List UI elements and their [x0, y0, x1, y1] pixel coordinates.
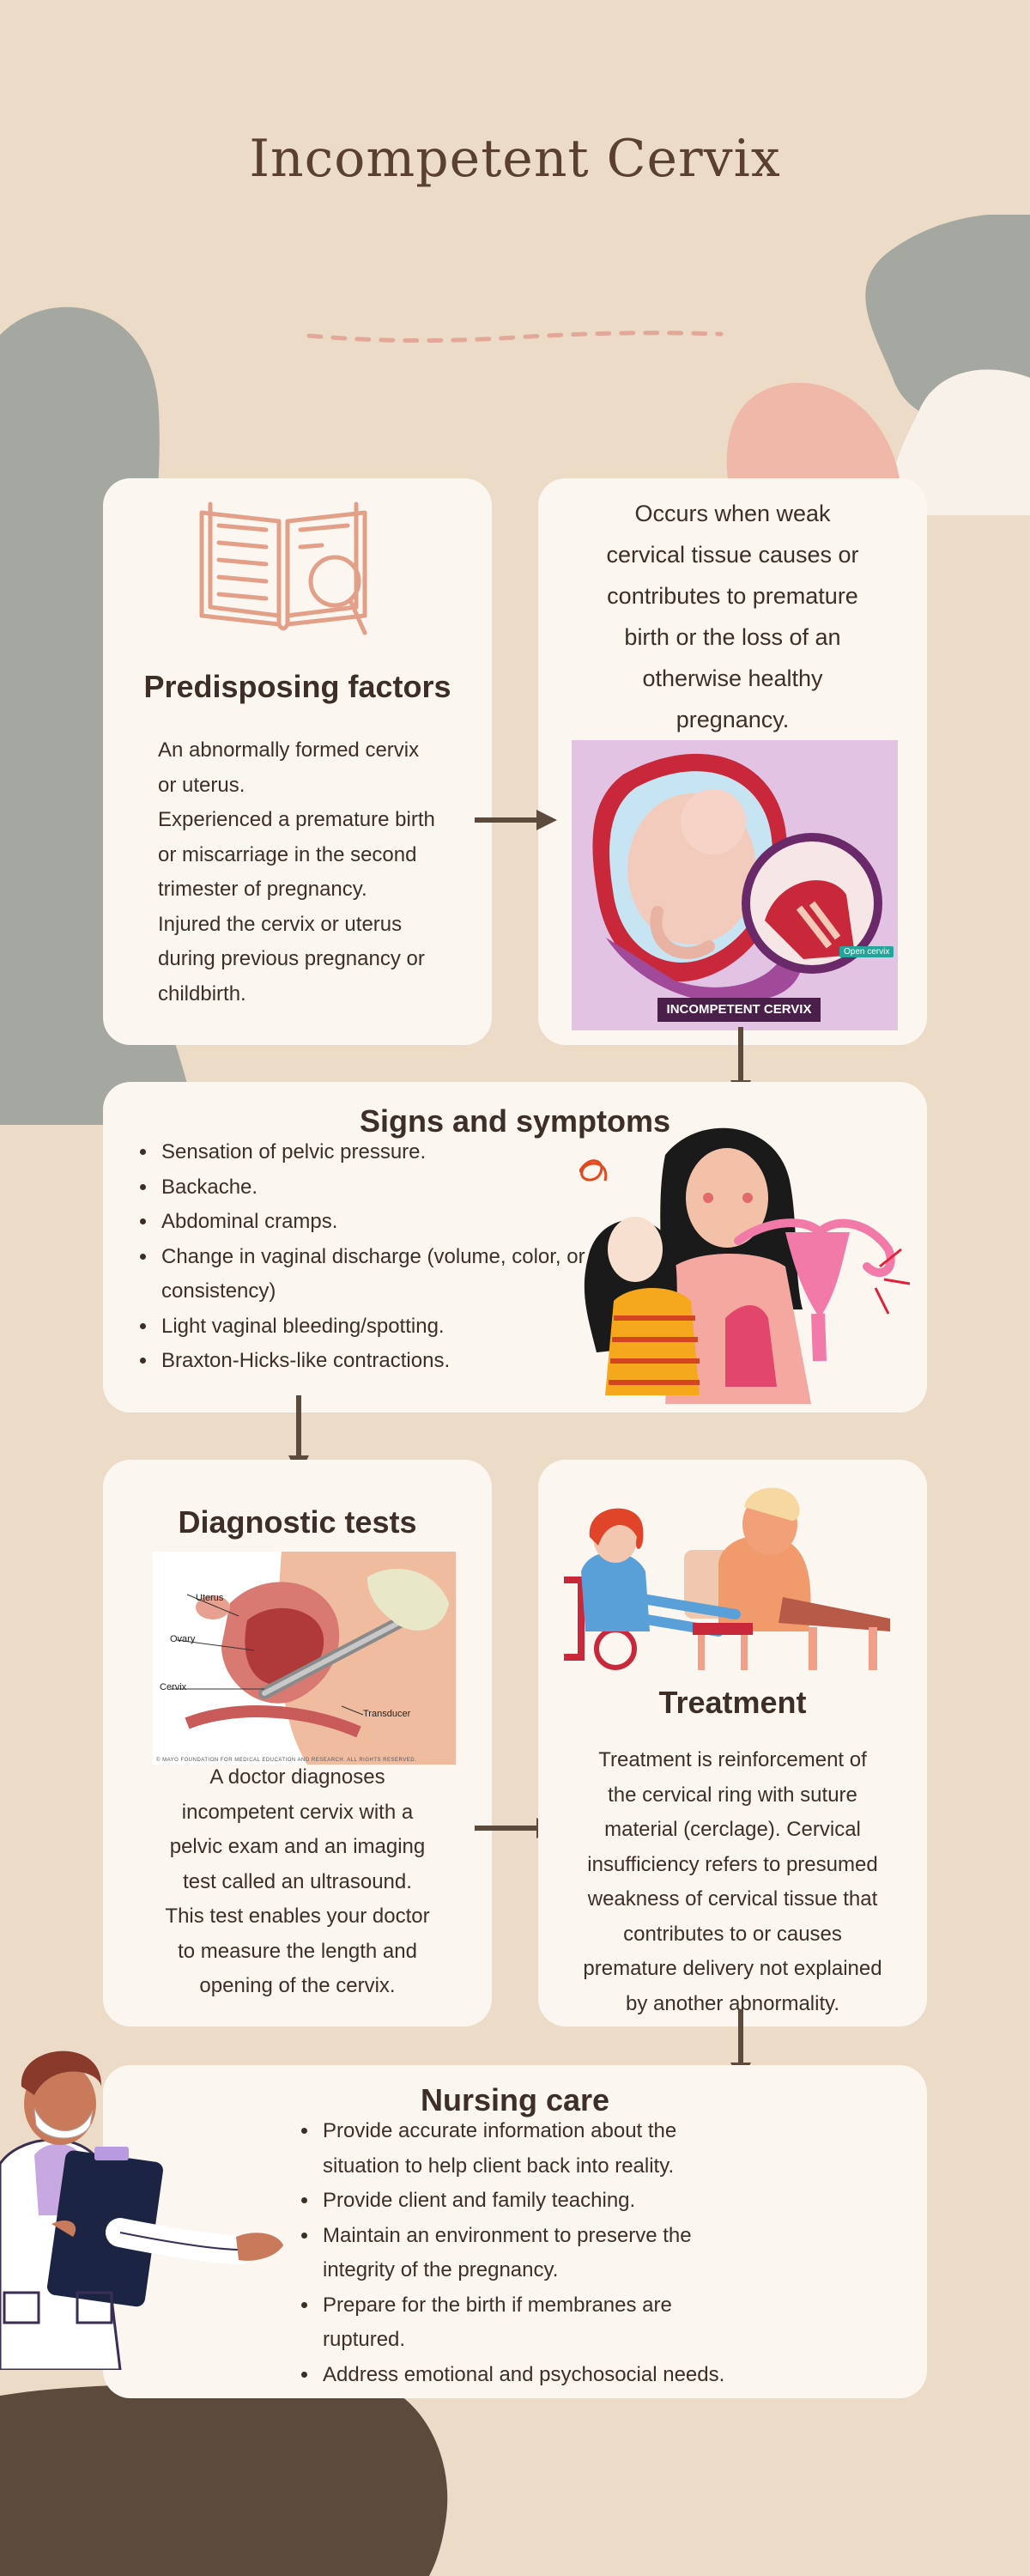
signs-card: Signs and symptoms Sensation of pelvic p… [103, 1082, 927, 1413]
signs-heading: Signs and symptoms [359, 1103, 671, 1139]
peach-blob [726, 382, 901, 489]
text-line: or miscarriage in the second [158, 842, 417, 866]
predisposing-heading: Predisposing factors [143, 669, 451, 704]
predisposing-text: An abnormally formed cervix or uterus. E… [158, 733, 484, 1012]
text-line: pregnancy. [676, 707, 790, 732]
list-item: Backache. [158, 1170, 618, 1206]
text-line: Treatment is reinforcement of [598, 1748, 867, 1771]
text-line: Injured the cervix or uterus [158, 912, 403, 936]
nursing-card: Nursing care Provide accurate informatio… [103, 2065, 927, 2398]
text-line: weakness of cervical tissue that [587, 1887, 878, 1911]
text-line: Experienced a premature birth [158, 808, 435, 831]
transducer-label: Transducer [363, 1709, 411, 1719]
text-line: premature delivery not explained [583, 1957, 882, 1980]
list-item: Address emotional and psychosocial needs… [319, 2358, 754, 2393]
uterus-label: Uterus [196, 1593, 224, 1603]
text-line: opening of the cervix. [199, 1974, 396, 1997]
treatment-text: Treatment is reinforcement of the cervic… [538, 1743, 927, 2021]
signs-list: Sensation of pelvic pressure. Backache. … [137, 1135, 618, 1379]
text-line: cervical tissue causes or [606, 542, 859, 568]
brown-blob-bottom [0, 2379, 448, 2576]
text-line: childbirth. [158, 981, 246, 1005]
text-line: birth or the loss of an [624, 624, 841, 650]
ultrasound-diagram: Uterus Ovary Cervix Transducer © MAYO FO… [153, 1552, 456, 1765]
treatment-heading: Treatment [658, 1685, 807, 1720]
list-item: Maintain an environment to preserve the … [319, 2219, 754, 2288]
list-item: Abdominal cramps. [158, 1205, 618, 1240]
list-item: Prepare for the birth if membranes are r… [319, 2288, 754, 2358]
page-title: Incompetent Cervix [249, 129, 781, 189]
text-line: An abnormally formed cervix [158, 738, 420, 762]
text-line: otherwise healthy [642, 665, 823, 691]
diagnostic-text: A doctor diagnoses incompetent cervix wi… [103, 1760, 492, 2004]
text-line: contributes to premature [607, 583, 858, 609]
text-line: test called an ultrasound. [183, 1869, 412, 1893]
text-line: to measure the length and [178, 1939, 417, 1963]
open-book-magnifier-icon [199, 501, 367, 635]
list-item: Braxton-Hicks-like contractions. [158, 1344, 618, 1379]
nursing-heading: Nursing care [420, 2082, 610, 2117]
illustration-caption: INCOMPETENT CERVIX [657, 998, 821, 1022]
copyright-footer: © MAYO FOUNDATION FOR MEDICAL EDUCATION … [156, 1758, 417, 1763]
arrow-right-icon [475, 810, 557, 830]
ovary-label: Ovary [170, 1634, 196, 1644]
cervix-label: Cervix [160, 1682, 187, 1692]
diagnostic-card: Diagnostic tests Uterus Ovary Cervix Tra… [103, 1460, 492, 2026]
list-item: Provide accurate information about the s… [319, 2114, 754, 2184]
text-line: or uterus. [158, 773, 245, 797]
definition-text: Occurs when weak cervical tissue causes … [538, 493, 927, 740]
text-line: trimester of pregnancy. [158, 878, 367, 901]
predisposing-card: Predisposing factors An abnormally forme… [103, 478, 492, 1045]
definition-card: Occurs when weak cervical tissue causes … [538, 478, 927, 1045]
list-item: Change in vaginal discharge (volume, col… [158, 1240, 618, 1309]
list-item: Sensation of pelvic pressure. [158, 1135, 618, 1170]
text-line: during previous pregnancy or [158, 947, 425, 970]
diagnostic-heading: Diagnostic tests [178, 1504, 417, 1540]
open-cervix-tag: Open cervix [839, 946, 894, 957]
dashed-accent-line [306, 331, 724, 343]
text-line: material (cerclage). Cervical [604, 1818, 861, 1841]
list-item: Light vaginal bleeding/spotting. [158, 1309, 618, 1345]
women-cramps-illustration [579, 1127, 911, 1404]
doctor-clipboard-illustration [0, 2050, 283, 2370]
incompetent-cervix-illustration: Open cervix INCOMPETENT CERVIX [572, 740, 898, 1030]
text-line: insufficiency refers to presumed [587, 1852, 878, 1876]
text-line: contributes to or causes [623, 1922, 842, 1946]
text-line: A doctor diagnoses [209, 1765, 385, 1789]
white-blob-right [890, 369, 1030, 515]
nursing-list: Provide accurate information about the s… [299, 2114, 754, 2392]
patient-caregiver-illustration [564, 1487, 890, 1670]
uterus-fetus-illustration [592, 753, 882, 1004]
text-line: This test enables your doctor [165, 1905, 430, 1928]
pelvic-anatomy-illustration [170, 1552, 456, 1765]
treatment-card: Treatment Treatment is reinforcement of … [538, 1460, 927, 2026]
list-item: Provide client and family teaching. [319, 2184, 754, 2219]
text-line: Occurs when weak [634, 501, 831, 526]
text-line: by another abnormality. [625, 1991, 840, 2015]
text-line: incompetent cervix with a [181, 1800, 414, 1824]
text-line: pelvic exam and an imaging [169, 1835, 426, 1858]
text-line: the cervical ring with suture [608, 1783, 857, 1807]
